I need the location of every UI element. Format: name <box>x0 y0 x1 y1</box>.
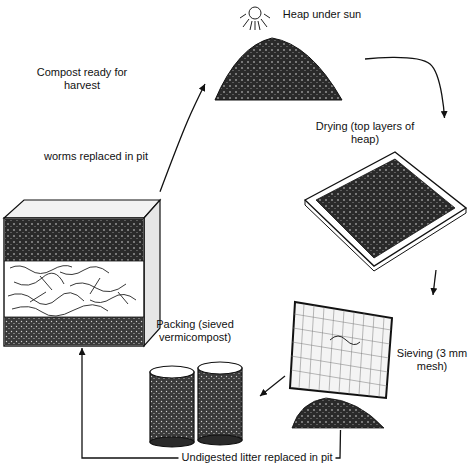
label-holder: Heap under sun <box>279 8 365 21</box>
compost-pit <box>4 200 160 346</box>
drying-tray <box>305 152 466 271</box>
packing-bags <box>150 362 242 447</box>
cycle-arrow <box>260 376 285 396</box>
arrow-label: Undigested litter replaced in pit <box>179 451 336 464</box>
stage-label: Drying (top layers of heap) <box>310 120 420 146</box>
label-holder: Packing (sieved vermicompost) <box>130 318 260 344</box>
stage-figure: Compost ready for harvest <box>4 64 160 348</box>
note-label: worms replaced in pit <box>40 150 152 163</box>
cycle-arrow <box>160 84 205 192</box>
stage-label: Heap under sun <box>279 8 365 21</box>
stage-figure: Packing (sieved vermicompost) <box>130 318 260 448</box>
sieve <box>290 302 392 428</box>
label-holder: Drying (top layers of heap) <box>310 120 420 146</box>
stage-label: Packing (sieved vermicompost) <box>130 318 260 344</box>
cycle-arrow <box>365 57 445 118</box>
stage-label: Compost ready for harvest <box>20 66 144 92</box>
stage-figure: Drying (top layers of heap) <box>300 118 470 270</box>
label-holder: Compost ready for harvest <box>20 66 144 92</box>
stage-figure: Heap under sun <box>205 4 365 104</box>
cycle-arrow <box>82 348 341 458</box>
compost-heap <box>215 38 342 100</box>
cycle-arrow <box>433 270 436 295</box>
label-holder: Sieving (3 mm mesh) <box>396 347 468 373</box>
sun-symbol <box>240 7 270 30</box>
stage-figure: Sieving (3 mm mesh) <box>285 295 470 430</box>
label-holder: worms replaced in pit <box>40 150 152 163</box>
stage-label: Sieving (3 mm mesh) <box>396 347 468 373</box>
label-holder: Undigested litter replaced in pit <box>179 451 336 464</box>
